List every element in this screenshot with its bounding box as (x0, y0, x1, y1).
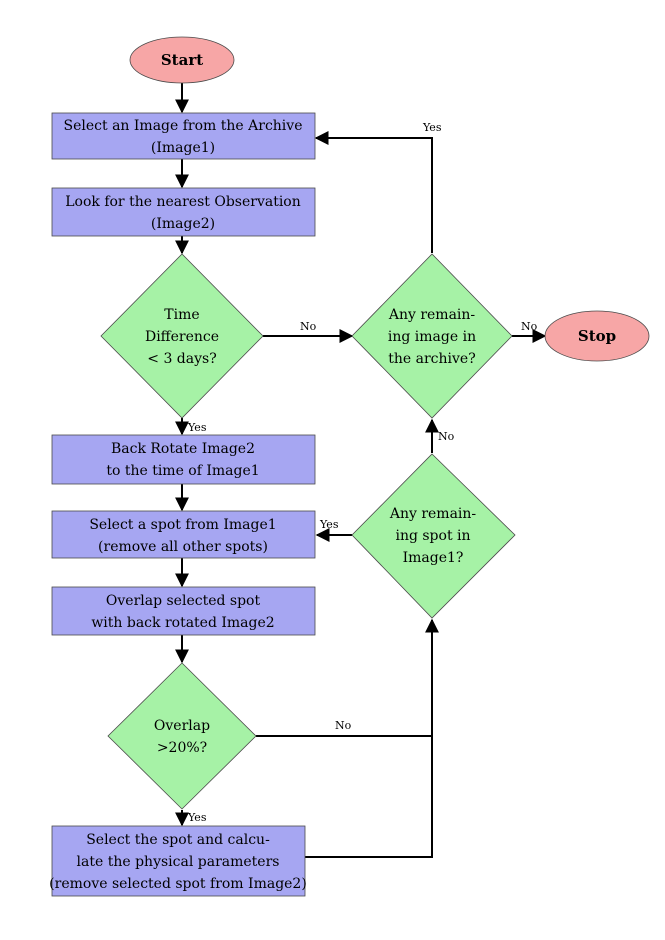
node-label-line: Select the spot and calcu- (86, 832, 270, 848)
node-label-line: the archive? (388, 351, 475, 367)
node-label-line: Difference (145, 329, 219, 345)
edges (175, 83, 547, 858)
node-label-line: Time (164, 307, 199, 323)
remaining-image-label: Any remain-ing image in the archive? (388, 307, 476, 367)
node-label-line: Look for the nearest Observation (65, 194, 301, 210)
remaining-image-decision (351, 253, 513, 419)
select-image-label: Select an Image from the Archive (Image1) (64, 118, 303, 156)
start-node-label: Start (161, 51, 203, 69)
overlap-spot-box (51, 586, 316, 636)
node-label-line: Overlap selected spot (106, 593, 261, 609)
nodes: Start Select an Image from the Archive (I… (49, 36, 650, 897)
node-label-line: Stop (578, 327, 616, 345)
edge-remaining-image-yes (314, 131, 433, 253)
calculate-parameters-label: Select the spot and calcu-late the physi… (49, 832, 307, 892)
node-label-line: Select an Image from the Archive (64, 118, 303, 134)
node-label-line: (Image1) (151, 140, 215, 156)
node-label-line: (remove selected spot from Image2) (49, 876, 307, 892)
node-label-line: < 3 days? (147, 351, 216, 367)
label-yes-overlap: Yes (187, 811, 207, 824)
time-difference-decision (100, 253, 264, 419)
node-label-line: Select a spot from Image1 (89, 517, 276, 533)
label-yes-time: Yes (187, 421, 207, 434)
label-no-stop: No (521, 320, 538, 333)
label-yes-remaining-spot: Yes (319, 518, 339, 531)
nearest-observation-label: Look for the nearest Observation (Image2) (65, 194, 301, 232)
label-no-time: No (300, 320, 317, 333)
edge-labels: Yes No No Yes No Yes No Yes (187, 121, 538, 824)
stop-node (544, 310, 650, 362)
back-rotate-box (51, 434, 316, 485)
node-label-line: Any remain- (389, 506, 477, 522)
node-label-line: Start (161, 51, 203, 69)
remaining-spot-decision (351, 453, 516, 619)
nearest-observation-box (51, 187, 316, 237)
node-label-line: (Image2) (151, 216, 215, 232)
label-yes-archive: Yes (422, 121, 442, 134)
back-rotate-label: Back Rotate Image2 to the time of Image1 (106, 441, 259, 479)
select-spot-label: Select a spot from Image1 (remove all oth… (89, 517, 276, 555)
overlap-check-label: Overlap >20%? (154, 718, 210, 756)
label-no-overlap: No (335, 719, 352, 732)
node-label-line: ing spot in (395, 528, 470, 544)
node-label-line: ing image in (388, 329, 476, 345)
calculate-parameters-box (51, 825, 306, 897)
node-label-line: Overlap (154, 718, 210, 734)
overlap-check-decision (107, 662, 257, 810)
start-node (129, 36, 235, 84)
stop-node-label: Stop (578, 327, 616, 345)
label-no-remaining-spot: No (438, 430, 455, 443)
node-label-line: Any remain- (388, 307, 476, 323)
select-image-box (51, 112, 316, 160)
node-label-line: to the time of Image1 (106, 463, 259, 479)
node-label-line: late the physical parameters (77, 854, 280, 870)
node-label-line: (remove all other spots) (98, 539, 268, 555)
remaining-spot-label: Any remain-ing spot in Image1? (389, 506, 477, 566)
select-spot-box (51, 510, 316, 559)
overlap-spot-label: Overlap selected spot with back rotated I… (91, 593, 274, 631)
node-label-line: Image1? (403, 550, 464, 566)
node-label-line: >20%? (157, 740, 207, 756)
node-label-line: with back rotated Image2 (91, 615, 274, 631)
node-label-line: Back Rotate Image2 (111, 441, 255, 457)
